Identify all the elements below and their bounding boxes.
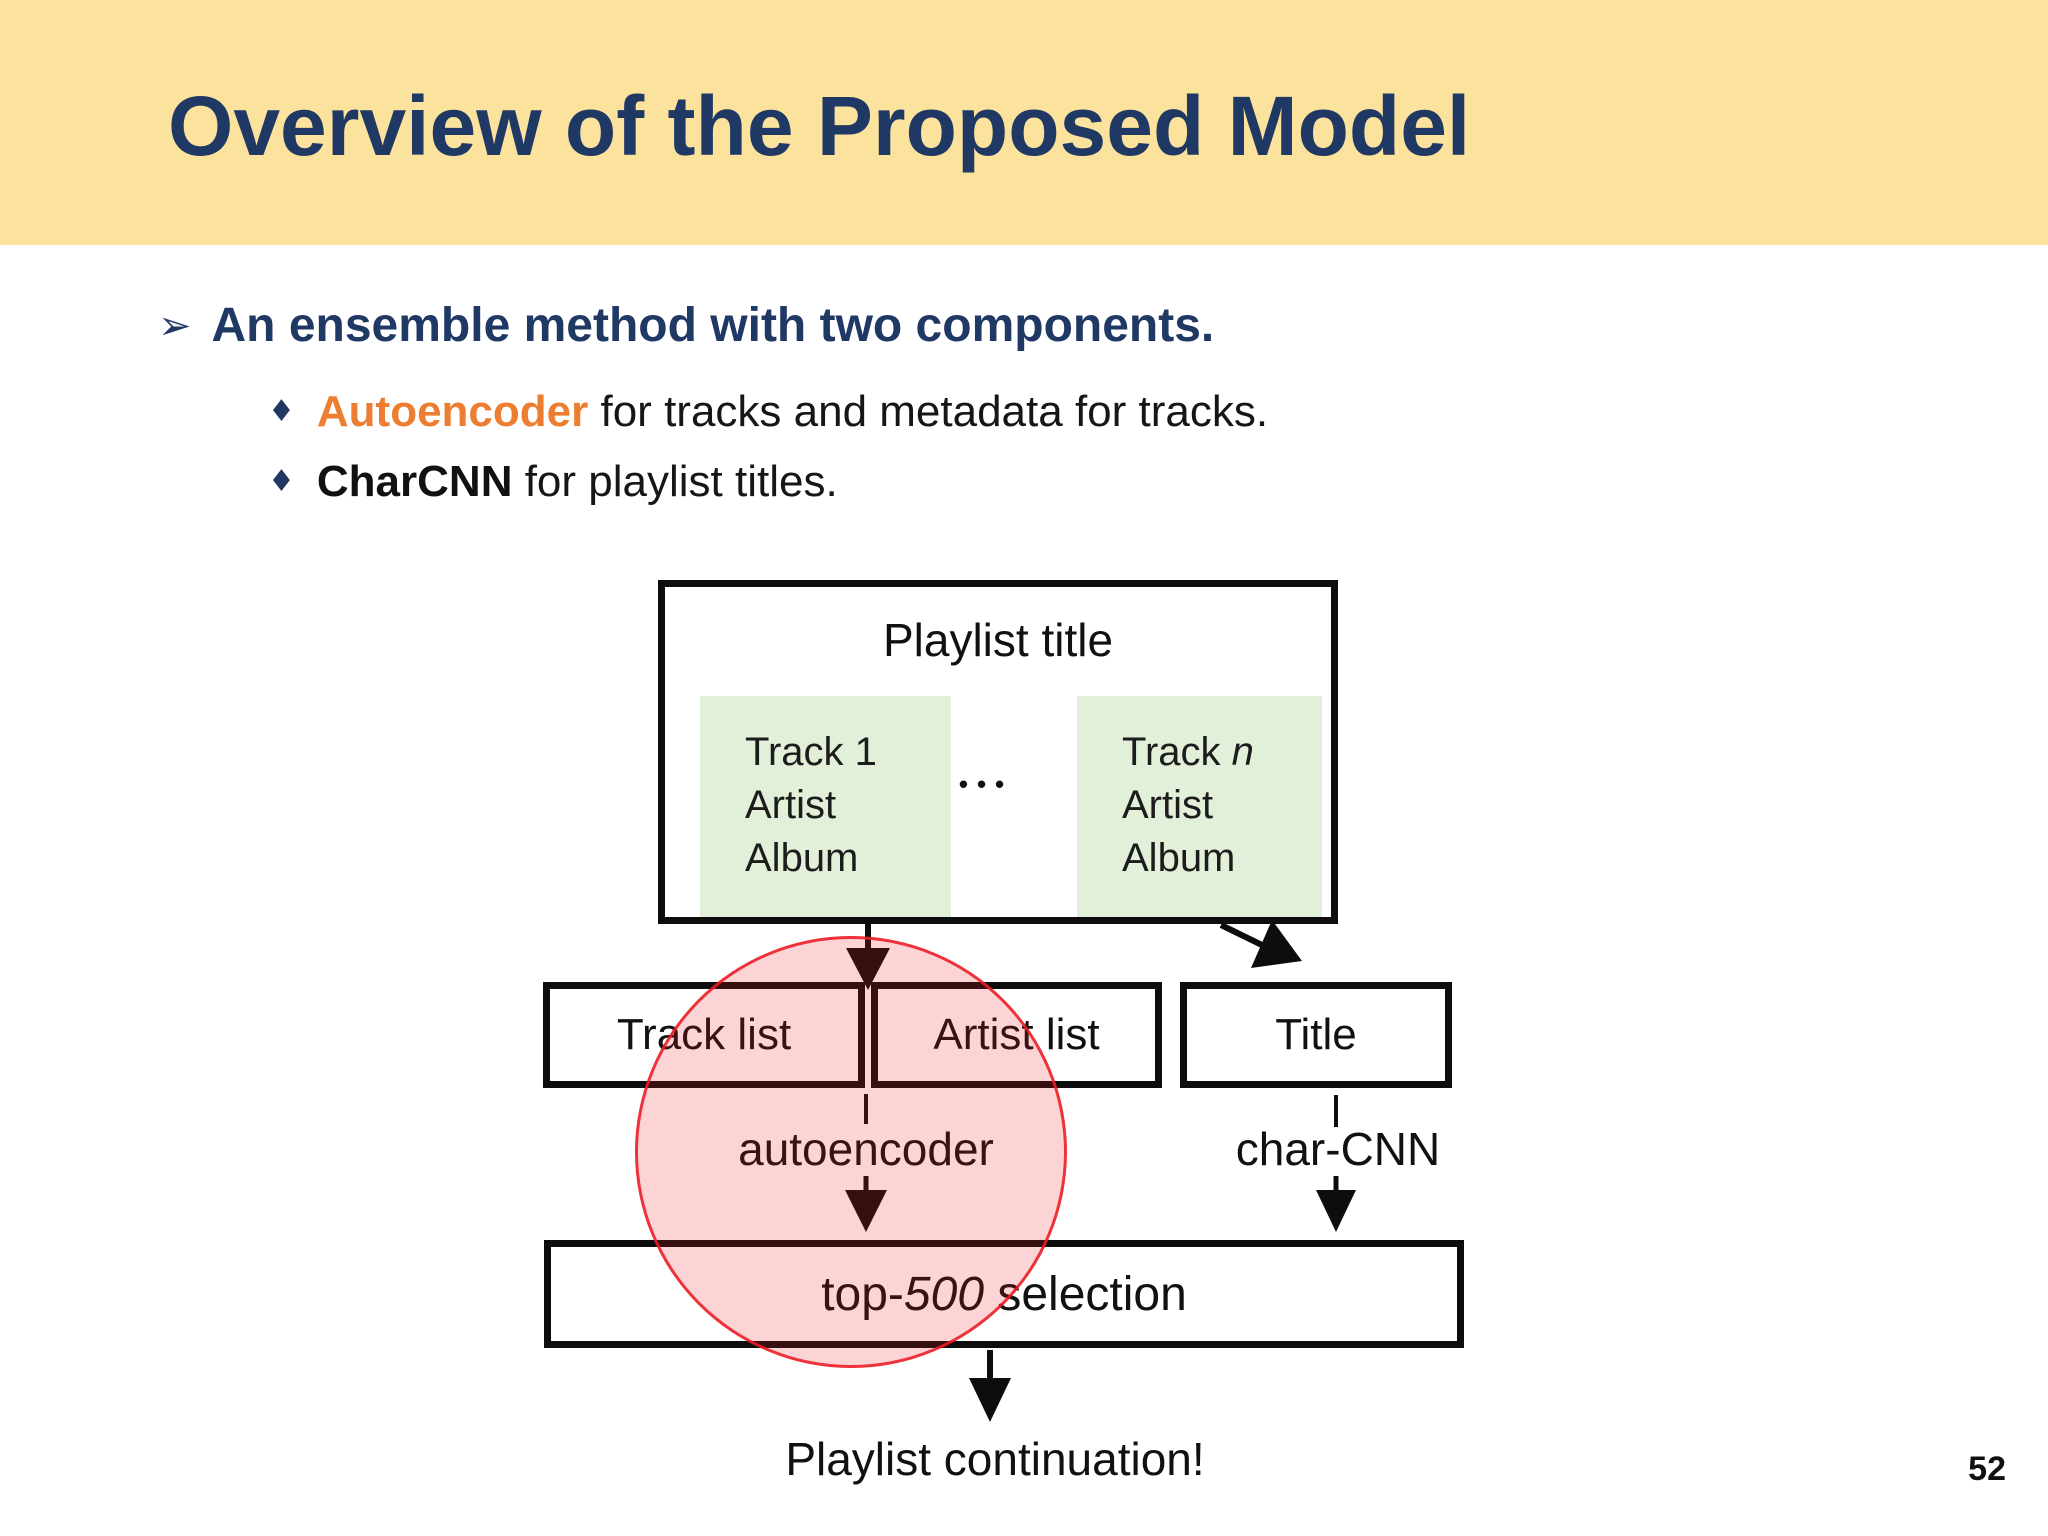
title-input-box: Title [1180, 982, 1452, 1088]
bullet-sub-text: Autoencoder for tracks and metadata for … [317, 384, 1268, 440]
arrow-down-icon [1316, 1190, 1356, 1232]
bullet-sub-charcnn: ♦ CharCNN for playlist titles. [268, 454, 838, 510]
track-card-1: Track 1 Artist Album [700, 696, 951, 917]
album-line: Album [745, 836, 859, 880]
track-line: Track n [1122, 730, 1254, 774]
playlist-continuation-label: Playlist continuation! [785, 1433, 1205, 1485]
diamond-bullet-icon: ♦ [268, 464, 295, 499]
bullet-sub-autoencoder: ♦ Autoencoder for tracks and metadata fo… [268, 384, 1268, 440]
autoencoder-emphasis: Autoencoder [316, 387, 589, 436]
track-n-variable: n [1231, 730, 1254, 774]
bullet-main-text: An ensemble method with two components. [211, 299, 1215, 352]
arrow-playlist-to-title-line [1219, 922, 1266, 949]
arrow-bullet-icon: ➢ [158, 303, 192, 349]
artist-line: Artist [745, 783, 837, 827]
diamond-bullet-icon: ♦ [268, 394, 295, 429]
playlist-title-label: Playlist title [882, 614, 1114, 666]
album-line: Album [1122, 836, 1236, 880]
page-title: Overview of the Proposed Model [168, 79, 1471, 173]
charcnn-rest: for playlist titles. [512, 457, 838, 506]
charcnn-emphasis: CharCNN [316, 457, 513, 506]
track-card-n-lines: Track n Artist Album [1122, 726, 1254, 885]
artist-line: Artist [1122, 783, 1214, 827]
page-number: 52 [1968, 1450, 2006, 1488]
arrow-down-icon [969, 1378, 1011, 1422]
track-card-n: Track n Artist Album [1077, 696, 1322, 917]
bullet-main: ➢ An ensemble method with two components… [158, 296, 1214, 356]
charcnn-label: char-CNN [1235, 1123, 1441, 1175]
playlist-title-box: Playlist title Track 1 Artist Album ••• … [658, 580, 1338, 924]
autoencoder-rest: for tracks and metadata for tracks. [588, 387, 1269, 436]
track-card-1-lines: Track 1 Artist Album [745, 726, 877, 885]
bullet-sub-text: CharCNN for playlist titles. [317, 454, 838, 510]
track-line: Track 1 [745, 730, 877, 774]
title-band [0, 0, 2048, 245]
arrow-diagonal-icon [1251, 920, 1302, 968]
highlight-circle [635, 936, 1067, 1368]
ellipsis-dots: ••• [958, 769, 1014, 799]
